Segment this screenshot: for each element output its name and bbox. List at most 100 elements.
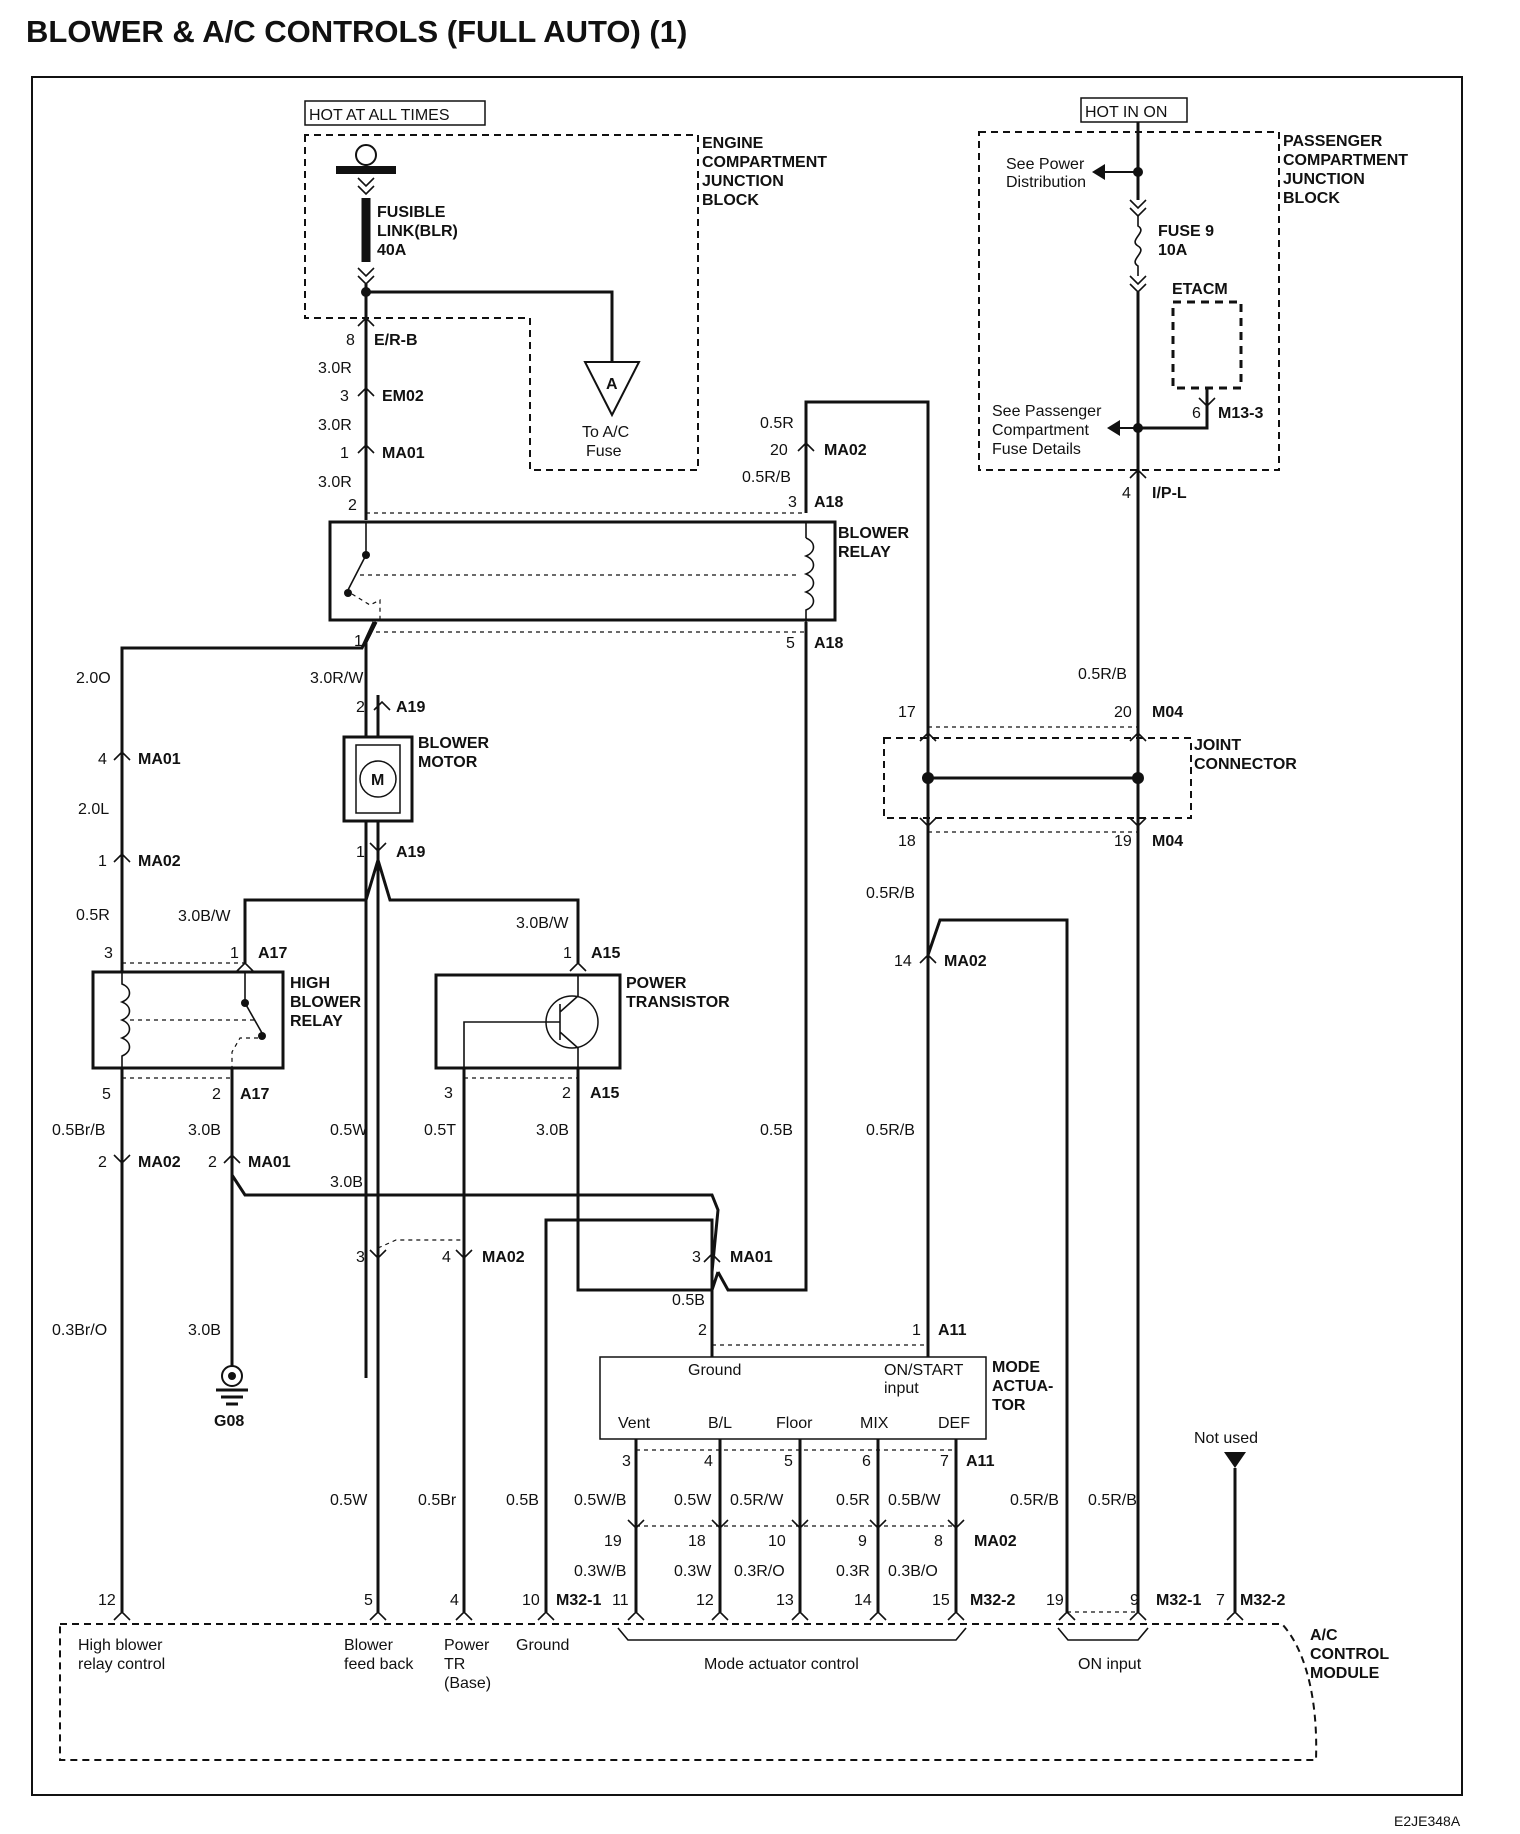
svg-text:2: 2 xyxy=(348,497,357,514)
svg-text:2: 2 xyxy=(98,1154,107,1171)
svg-text:19: 19 xyxy=(1114,833,1132,850)
hot-in-on-box xyxy=(1080,97,1188,123)
battery-terminal-icon xyxy=(355,144,377,166)
svg-text:7: 7 xyxy=(940,1453,949,1470)
joint-connector-label: JOINT CONNECTOR xyxy=(1194,737,1297,773)
mode-actuator-control-bracket xyxy=(617,1627,967,1641)
svg-text:11: 11 xyxy=(612,1592,629,1609)
svg-text:1: 1 xyxy=(230,945,239,962)
svg-text:0.5B: 0.5B xyxy=(760,1122,793,1139)
svg-text:2.0O: 2.0O xyxy=(76,670,111,687)
mode-ground-label: Ground xyxy=(688,1362,741,1379)
svg-text:3: 3 xyxy=(356,1249,365,1266)
svg-text:13: 13 xyxy=(776,1592,794,1609)
engine-junction-block-outline xyxy=(304,134,699,471)
svg-text:MA02: MA02 xyxy=(138,853,181,870)
see-power-distribution-label: See Power Distribution xyxy=(1006,156,1089,191)
svg-text:0.5W: 0.5W xyxy=(330,1122,368,1139)
svg-text:0.5W: 0.5W xyxy=(674,1492,712,1509)
svg-text:0.5R: 0.5R xyxy=(76,907,110,924)
svg-text:3: 3 xyxy=(788,494,797,511)
svg-text:2: 2 xyxy=(212,1086,221,1103)
svg-text:4: 4 xyxy=(1122,485,1131,502)
svg-text:A17: A17 xyxy=(258,945,287,962)
svg-text:8: 8 xyxy=(934,1533,943,1550)
svg-text:E/R-B: E/R-B xyxy=(374,332,418,349)
svg-text:18: 18 xyxy=(898,833,916,850)
svg-text:MA01: MA01 xyxy=(730,1249,773,1266)
on-input-bracket xyxy=(1057,1627,1149,1641)
svg-text:3: 3 xyxy=(104,945,113,962)
svg-text:M32-2: M32-2 xyxy=(1240,1592,1285,1609)
diagram-title: BLOWER & A/C CONTROLS (FULL AUTO) (1) xyxy=(26,14,687,49)
blower-motor-label: BLOWER MOTOR xyxy=(418,735,494,771)
svg-text:0.5W: 0.5W xyxy=(330,1492,368,1509)
svg-text:17: 17 xyxy=(898,704,916,721)
svg-text:M32-1: M32-1 xyxy=(556,1592,601,1609)
svg-text:M04: M04 xyxy=(1152,704,1183,721)
svg-text:14: 14 xyxy=(854,1592,872,1609)
svg-text:9: 9 xyxy=(858,1533,867,1550)
svg-text:0.5R: 0.5R xyxy=(836,1492,870,1509)
etacm-label: ETACM xyxy=(1172,281,1228,298)
svg-text:3: 3 xyxy=(340,388,349,405)
svg-text:1: 1 xyxy=(98,853,107,870)
not-used-label: Not used xyxy=(1194,1430,1258,1447)
svg-text:2: 2 xyxy=(698,1322,707,1339)
svg-text:M32-1: M32-1 xyxy=(1156,1592,1201,1609)
ac-control-module-outline xyxy=(59,1623,1318,1761)
svg-text:5: 5 xyxy=(364,1592,373,1609)
svg-text:3: 3 xyxy=(444,1085,453,1102)
mode-pin-vent: Vent xyxy=(618,1415,651,1432)
svg-text:0.5R/B: 0.5R/B xyxy=(1088,1492,1137,1509)
svg-text:3.0B: 3.0B xyxy=(188,1122,221,1139)
blower-relay-label: BLOWER RELAY xyxy=(838,525,914,561)
svg-text:0.5B: 0.5B xyxy=(672,1292,705,1309)
svg-text:M04: M04 xyxy=(1152,833,1183,850)
svg-text:EM02: EM02 xyxy=(382,388,424,405)
svg-text:0.5R/W: 0.5R/W xyxy=(730,1492,784,1509)
svg-text:3.0B: 3.0B xyxy=(330,1174,363,1191)
svg-text:0.5R/B: 0.5R/B xyxy=(1078,666,1127,683)
blower-relay-coil-icon xyxy=(803,537,815,622)
svg-text:I/P-L: I/P-L xyxy=(1152,485,1187,502)
motor-icon xyxy=(359,760,397,798)
svg-text:M13-3: M13-3 xyxy=(1218,405,1263,422)
svg-text:0.5W/B: 0.5W/B xyxy=(574,1492,626,1509)
svg-text:4: 4 xyxy=(98,751,107,768)
svg-text:0.3W/B: 0.3W/B xyxy=(574,1563,626,1580)
svg-text:6: 6 xyxy=(862,1453,871,1470)
svg-text:3.0R/W: 3.0R/W xyxy=(310,670,364,687)
diagram-frame xyxy=(31,76,1463,1796)
motor-m-label: M xyxy=(371,772,384,789)
svg-text:1: 1 xyxy=(340,445,349,462)
svg-text:5: 5 xyxy=(784,1453,793,1470)
svg-text:A18: A18 xyxy=(814,494,843,511)
svg-text:0.5R/B: 0.5R/B xyxy=(866,1122,915,1139)
svg-text:0.5R: 0.5R xyxy=(760,415,794,432)
svg-text:4: 4 xyxy=(450,1592,459,1609)
module-mode-control-label: Mode actuator control xyxy=(704,1656,859,1673)
svg-text:7: 7 xyxy=(1216,1592,1225,1609)
svg-text:10: 10 xyxy=(768,1533,786,1550)
svg-text:MA02: MA02 xyxy=(482,1249,525,1266)
svg-text:3.0R: 3.0R xyxy=(318,474,352,491)
passenger-junction-block-label: PASSENGER COMPARTMENT JUNCTION BLOCK xyxy=(1283,133,1412,207)
hot-in-on-label: HOT IN ON xyxy=(1085,104,1167,121)
svg-text:A17: A17 xyxy=(240,1086,269,1103)
doc-code: E2JE348A xyxy=(1394,1813,1461,1829)
mode-pin-mix: MIX xyxy=(860,1415,889,1432)
svg-text:2.0L: 2.0L xyxy=(78,801,109,818)
svg-text:0.3Br/O: 0.3Br/O xyxy=(52,1322,107,1339)
svg-text:MA01: MA01 xyxy=(382,445,425,462)
to-ac-fuse-label: To A/C Fuse xyxy=(582,424,634,460)
svg-text:MA02: MA02 xyxy=(824,442,867,459)
svg-text:5: 5 xyxy=(102,1086,111,1103)
svg-text:A19: A19 xyxy=(396,844,425,861)
svg-text:10: 10 xyxy=(522,1592,540,1609)
joint-connector xyxy=(883,737,1192,819)
svg-text:1: 1 xyxy=(356,844,365,861)
svg-text:3.0B: 3.0B xyxy=(188,1322,221,1339)
mode-actuator-label: MODE ACTUA- TOR xyxy=(992,1359,1058,1414)
